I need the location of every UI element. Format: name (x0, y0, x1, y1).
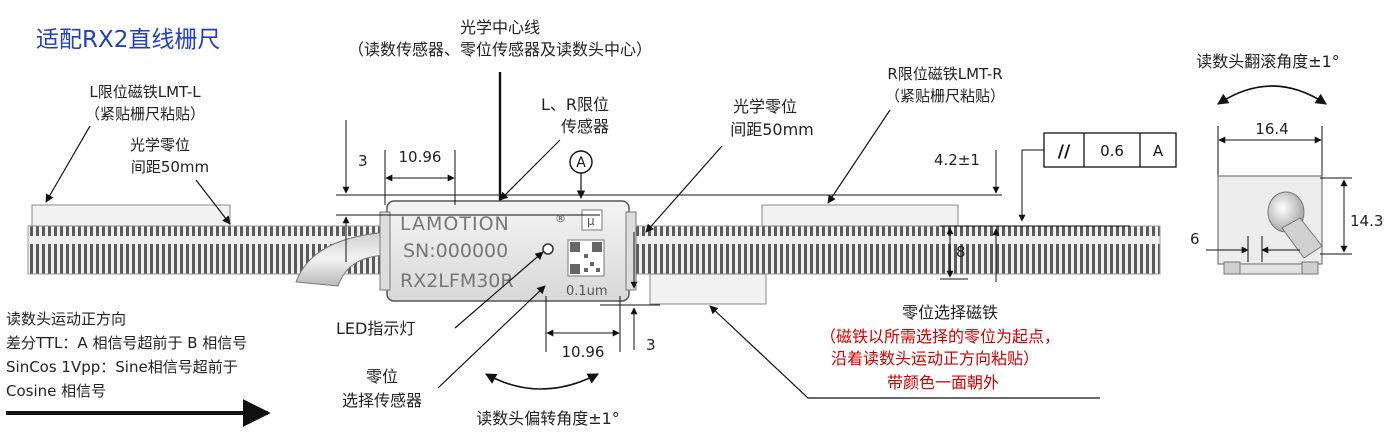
optical-zero-left-label: 光学零位 (130, 136, 190, 154)
led-indicator-label: LED指示灯 (336, 319, 415, 338)
l-limit-note: （紧贴栅尺粘贴） (85, 105, 205, 123)
zero-magnet-title: 零位选择磁铁 (902, 303, 998, 322)
readhead-reg-mark: ® (555, 212, 566, 225)
dim-top-1096: 10.96 (399, 148, 442, 166)
optical-zero-right-pitch: 间距50mm (730, 120, 814, 139)
zero-magnet-note-1: （磁铁以所需选择的零位为起点， (820, 327, 1060, 346)
dim-top-3: 3 (358, 152, 368, 170)
l-limit-label: L限位磁铁LMT-L (89, 83, 201, 101)
dimension-top: 3 10.96 (336, 120, 1002, 262)
dim-side-164: 16.4 (1255, 120, 1288, 138)
readhead: LAMOTION ® μ SN:000000 RX2LFM30R 0.1um (379, 200, 637, 302)
lr-limit-sensor-note: 传感器 (561, 117, 609, 136)
page-title: 适配RX2直线栅尺 (36, 27, 220, 53)
motion-sincos-note: SinCos 1Vpp：Sine相信号超前于 (6, 358, 238, 376)
zero-magnet-note-2: 沿着读数头运动正方向粘贴） (831, 349, 1039, 368)
l-limit-magnet (31, 204, 231, 227)
qr-code-icon (567, 239, 605, 277)
zero-sensor-note: 选择传感器 (342, 391, 422, 410)
r-limit-note: （紧贴栅尺粘贴） (885, 87, 1005, 105)
dimension-height-8: 8 (940, 225, 1130, 282)
readhead-model: RX2LFM30R (400, 270, 514, 292)
optical-center-label: 光学中心线 (460, 18, 540, 37)
motion-cosine-note: Cosine 相信号 (6, 382, 106, 400)
readhead-resolution: 0.1um (566, 284, 608, 299)
zero-sensor-label: 零位 (366, 367, 398, 386)
dim-bottom-3: 3 (646, 336, 656, 354)
readhead-serial: SN:000000 (403, 240, 508, 262)
lr-limit-sensor-label: L、R限位 (541, 95, 609, 114)
zero-magnet-note-3: 带颜色一面朝外 (887, 373, 999, 392)
yaw-arc (485, 373, 599, 390)
dim-side-6: 6 (1190, 230, 1200, 248)
readhead-brand: LAMOTION (400, 213, 510, 235)
datum-a-label: A (576, 155, 586, 171)
optical-zero-right-label: 光学零位 (733, 97, 797, 116)
dim-gap-42: 4.2±1 (934, 151, 980, 169)
zero-select-magnet (649, 273, 767, 305)
roll-arc (1217, 85, 1327, 105)
side-view-readhead: 16.4 14.3 6 (1190, 120, 1383, 275)
dimension-bottom: 10.96 3 (545, 232, 660, 361)
tolerance-value: 0.6 (1100, 142, 1124, 160)
parallelism-symbol: // (1058, 142, 1071, 162)
led-indicator (542, 243, 554, 255)
yaw-angle-label: 读数头偏转角度±1° (476, 409, 620, 428)
r-limit-label: R限位磁铁LMT-R (887, 65, 1002, 83)
dim-height-8: 8 (956, 243, 966, 261)
tolerance-frame: // 0.6 A (1018, 132, 1177, 222)
motion-direction-title: 读数头运动正方向 (6, 310, 126, 328)
optical-zero-left-pitch: 间距50mm (131, 158, 209, 176)
optical-center-note: （读数传感器、零位传感器及读数头中心） (348, 40, 652, 59)
readhead-micro-logo: μ (587, 214, 595, 228)
motion-ttl-note: 差分TTL：A 相信号超前于 B 相信号 (6, 334, 247, 352)
dim-bottom-1096: 10.96 (562, 343, 605, 361)
roll-angle-label: 读数头翻滚角度±1° (1196, 52, 1340, 71)
cable (295, 231, 389, 287)
dim-side-143: 14.3 (1350, 212, 1383, 230)
r-limit-magnet (761, 204, 959, 227)
tolerance-datum: A (1153, 142, 1164, 160)
